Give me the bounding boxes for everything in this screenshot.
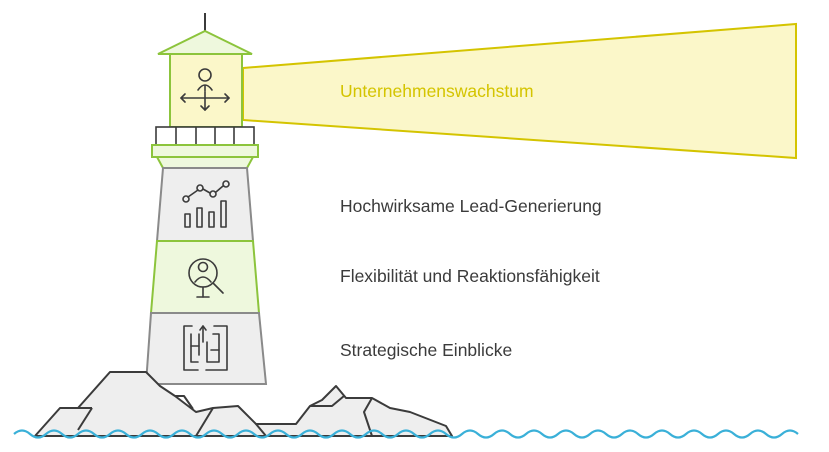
label-strategische-einblicke: Strategische Einblicke	[340, 340, 513, 360]
lantern-roof	[157, 29, 253, 55]
label-flexibilitaet: Flexibilität und Reaktionsfähigkeit	[340, 266, 600, 286]
balcony-support	[155, 156, 255, 169]
label-unternehmenswachstum: Unternehmenswachstum	[340, 81, 534, 101]
water-waves	[13, 429, 799, 439]
lantern-room	[169, 53, 243, 128]
tower-section-strategic-insights	[144, 312, 268, 385]
balcony	[151, 144, 259, 158]
rocks	[34, 371, 453, 437]
tower-section-lead-generation	[155, 167, 255, 242]
person-magnifier-icon	[188, 258, 224, 298]
bar-line-chart-icon	[182, 180, 230, 228]
label-lead-generierung: Hochwirksame Lead-Generierung	[340, 196, 602, 216]
gallery-railing	[155, 126, 255, 146]
person-arrows-icon	[180, 68, 230, 111]
maze-icon	[183, 325, 228, 371]
